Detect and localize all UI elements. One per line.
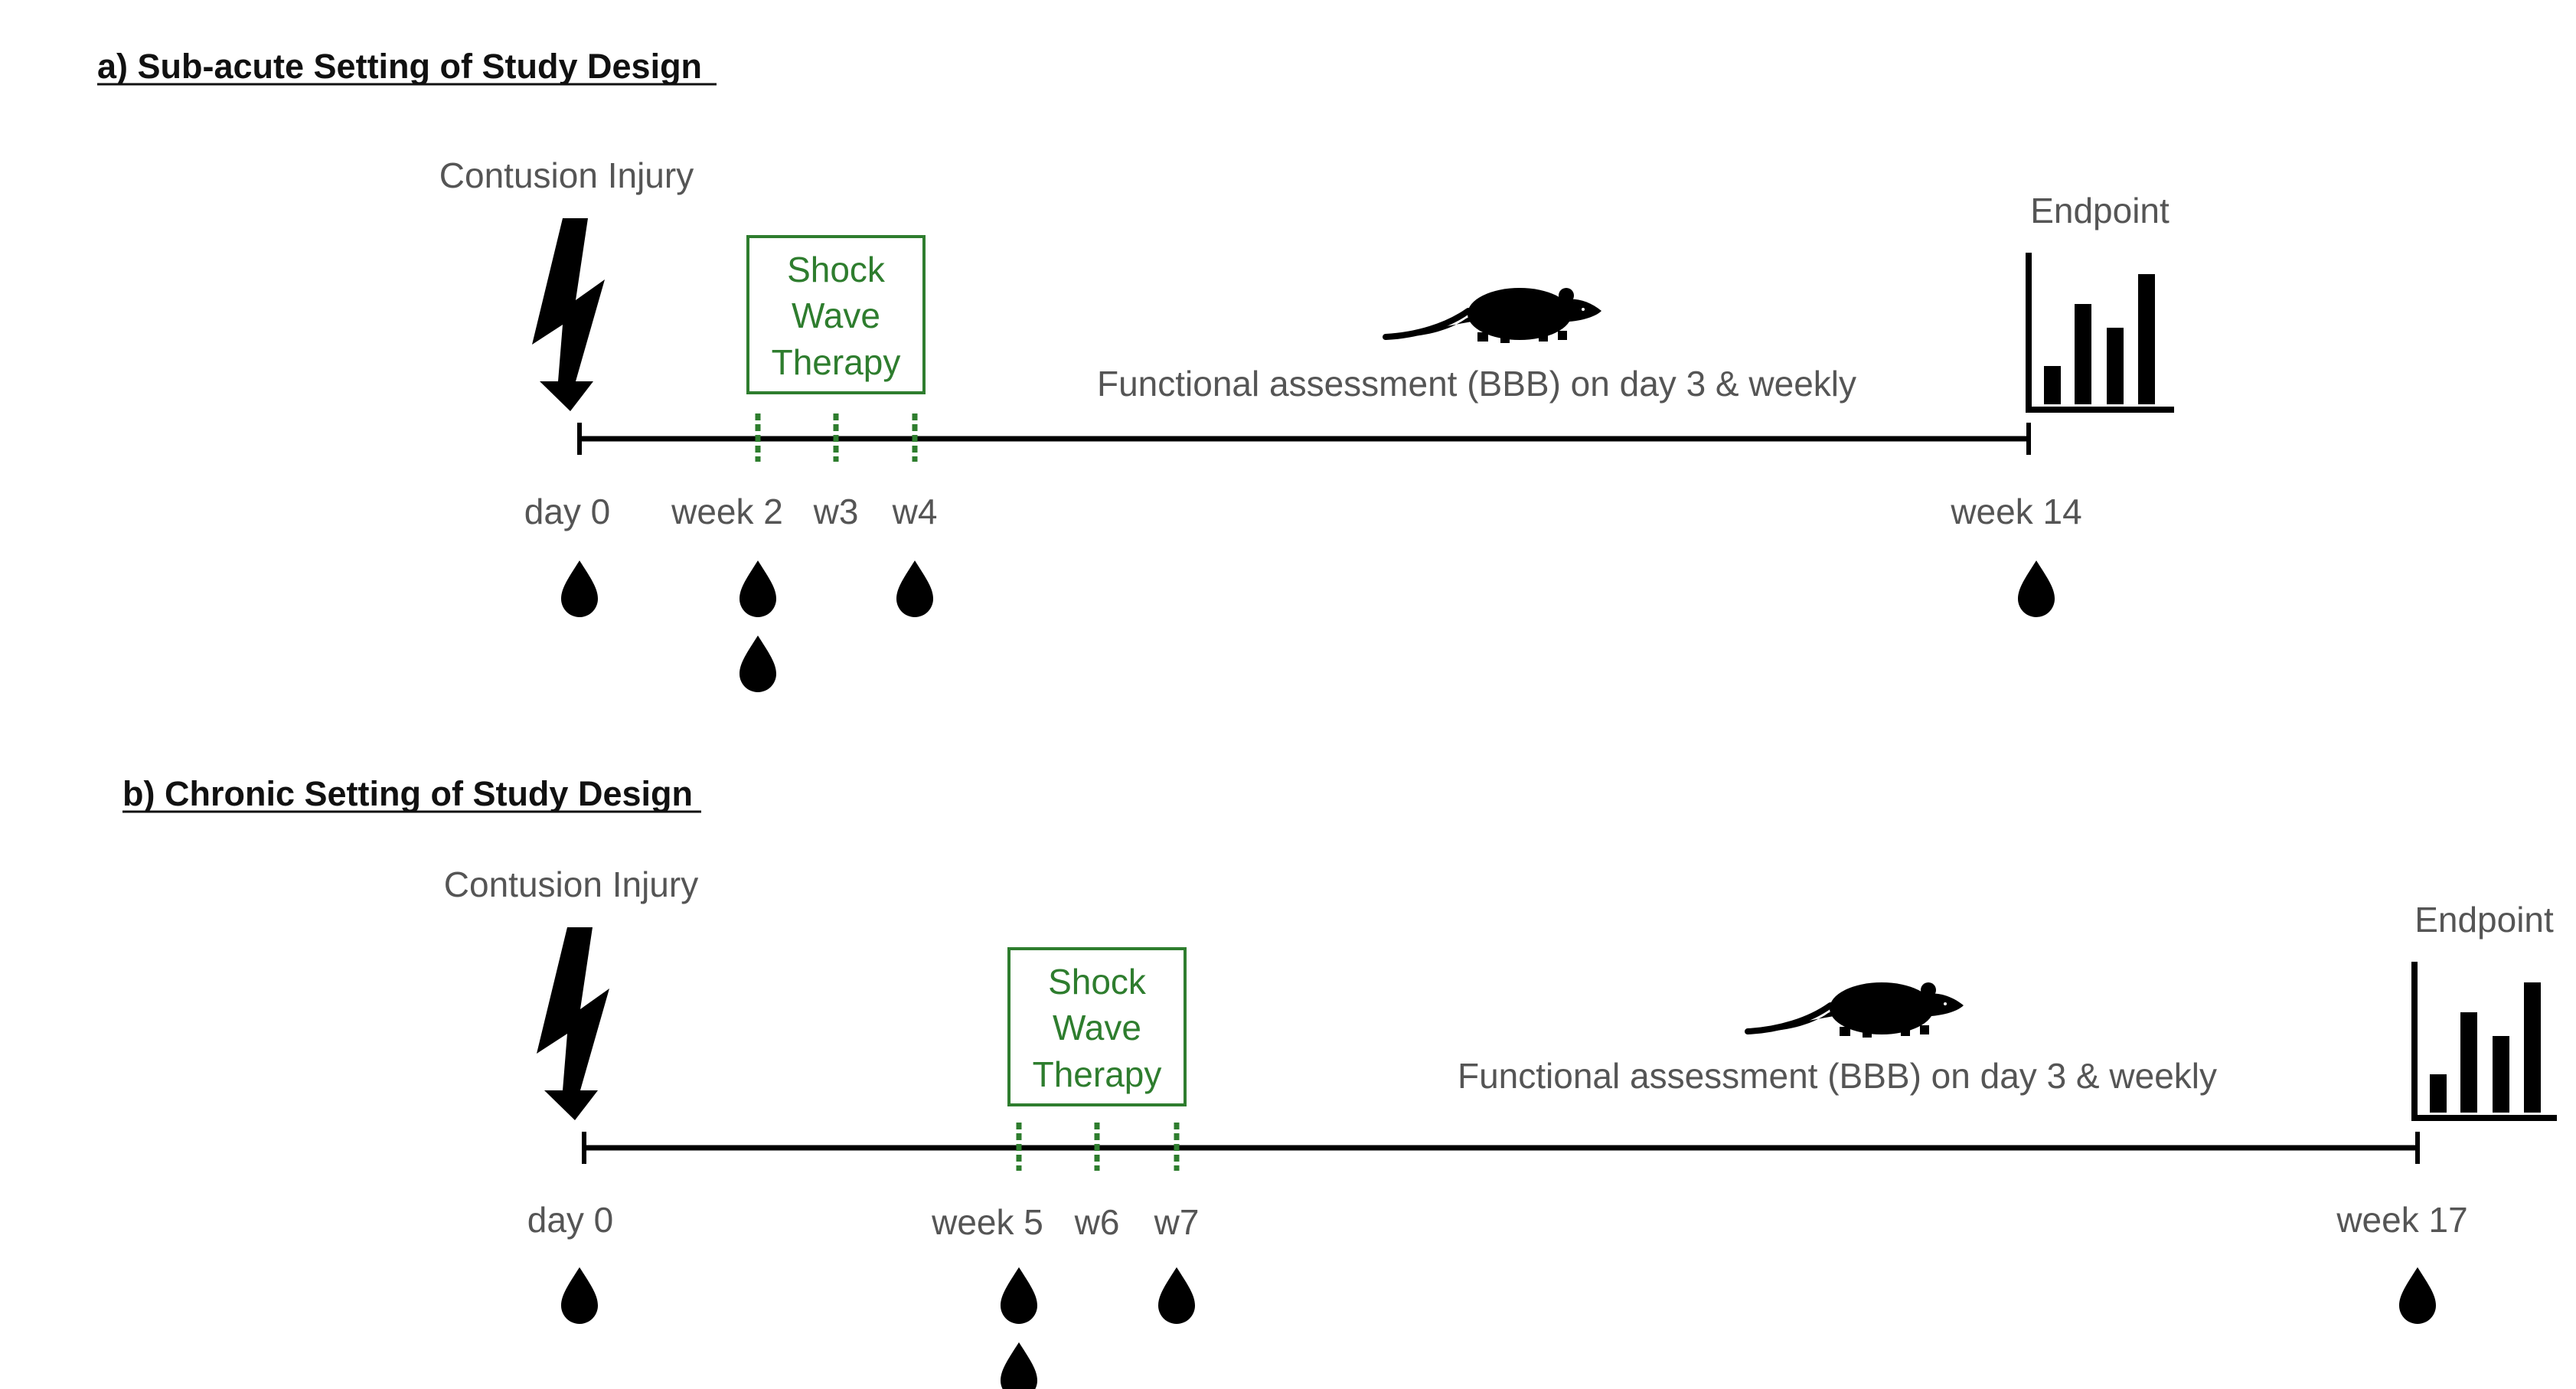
panel-a-label-day0: day 0 bbox=[524, 492, 611, 531]
rat-icon bbox=[1748, 982, 1964, 1038]
panel-a-title: a) Sub-acute Setting of Study Design bbox=[97, 47, 702, 86]
panel-a: a) Sub-acute Setting of Study Design Con… bbox=[97, 47, 2174, 692]
panel-a-label-start: week 2 bbox=[671, 492, 783, 531]
blood-drop-icon bbox=[561, 1267, 598, 1324]
panel-b: b) Chronic Setting of Study Design Contu… bbox=[122, 774, 2557, 1389]
rat-icon bbox=[1386, 288, 1601, 343]
panel-a-therapy-box bbox=[746, 235, 926, 394]
panel-b-injury-label: Contusion Injury bbox=[444, 864, 698, 904]
panel-b-label-end: week 17 bbox=[2336, 1200, 2467, 1240]
blood-drop-icon bbox=[896, 561, 933, 617]
panel-a-therapy-line1: Shock bbox=[787, 250, 886, 289]
blood-drop-icon bbox=[1158, 1267, 1195, 1324]
blood-drop-icon bbox=[1001, 1267, 1037, 1324]
panel-b-therapy-box bbox=[1007, 947, 1187, 1106]
bar-chart-icon bbox=[2026, 253, 2174, 413]
panel-b-therapy-line2: Wave bbox=[1053, 1008, 1141, 1047]
panel-b-endpoint-label: Endpoint bbox=[2414, 900, 2554, 940]
blood-drop-icon bbox=[561, 561, 598, 617]
panel-a-label-mid: w3 bbox=[813, 492, 859, 531]
panel-a-label-end: week 14 bbox=[1950, 492, 2081, 531]
panel-b-therapy-line3: Therapy bbox=[1033, 1054, 1162, 1094]
blood-drop-icon bbox=[739, 636, 776, 692]
bar-chart-icon bbox=[2411, 962, 2557, 1121]
panel-b-label-mid: w6 bbox=[1074, 1202, 1120, 1242]
panel-b-therapy-line1: Shock bbox=[1048, 962, 1147, 1002]
panel-a-endpoint-label: Endpoint bbox=[2030, 191, 2170, 230]
blood-drop-icon bbox=[2399, 1267, 2436, 1324]
panel-b-assessment-label: Functional assessment (BBB) on day 3 & w… bbox=[1458, 1056, 2217, 1096]
panel-b-label-day0: day 0 bbox=[527, 1200, 614, 1240]
blood-drop-icon bbox=[1001, 1342, 1037, 1389]
blood-drop-icon bbox=[739, 561, 776, 617]
blood-drop-icon bbox=[2018, 561, 2055, 617]
panel-a-assessment-label: Functional assessment (BBB) on day 3 & w… bbox=[1097, 364, 1856, 404]
panel-a-therapy-line2: Wave bbox=[792, 296, 880, 335]
panel-a-label-next: w4 bbox=[892, 492, 938, 531]
lightning-bolt-icon bbox=[532, 218, 605, 411]
panel-b-label-next: w7 bbox=[1154, 1202, 1200, 1242]
panel-a-therapy-line3: Therapy bbox=[772, 342, 901, 382]
lightning-bolt-icon bbox=[537, 927, 609, 1120]
panel-a-injury-label: Contusion Injury bbox=[439, 155, 694, 195]
panel-b-label-start: week 5 bbox=[931, 1202, 1043, 1242]
panel-b-title: b) Chronic Setting of Study Design bbox=[122, 774, 693, 813]
